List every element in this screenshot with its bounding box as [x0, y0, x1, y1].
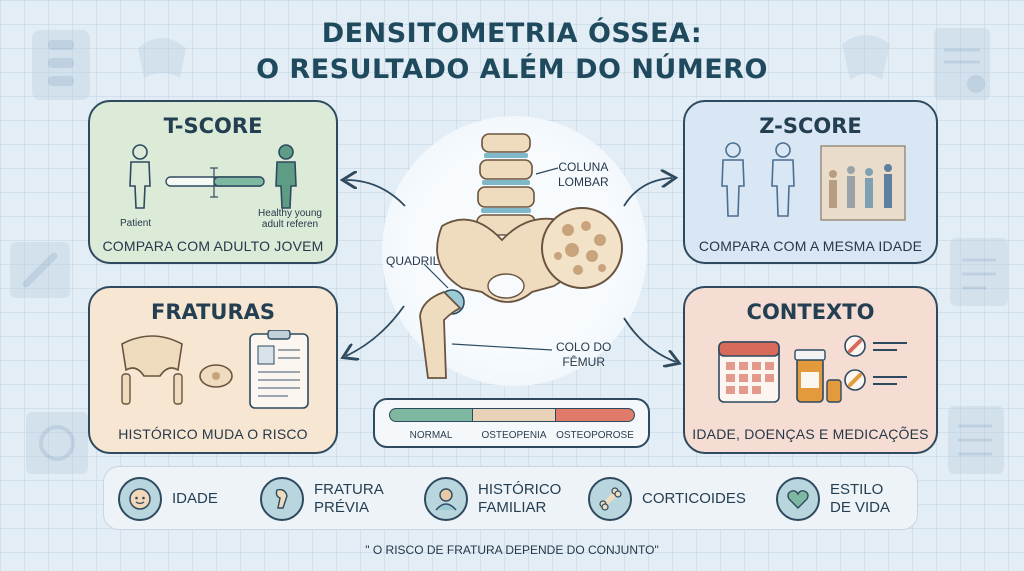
coluna-label: COLUNA LOMBAR	[558, 160, 609, 190]
young-adult-label-line-1: Healthy young	[258, 208, 322, 219]
pelvis-bg-icon	[842, 35, 890, 80]
zscore-heading: Z-SCORE	[759, 114, 862, 138]
spine-bg-icon	[32, 30, 90, 100]
scale-osteopenia-label: OSTEOPENIA	[481, 430, 547, 441]
page-title-line-2: O RESULTADO ALÉM DO NÚMERO	[256, 54, 768, 85]
footer-quote: " O RISCO DE FRATURA DEPENDE DO CONJUNTO…	[365, 543, 659, 557]
scale-osteoporose-segment	[555, 408, 635, 422]
colo-label-line-1: COLO DO	[556, 340, 612, 354]
young-adult-label: Healthy young adult referen	[250, 208, 330, 230]
arrow-to-zscore	[623, 178, 672, 207]
bone-joint-icon	[260, 477, 304, 521]
colo-femur-label: COLO DO FÊMUR	[556, 340, 611, 370]
factor-idade: IDADE	[118, 467, 218, 531]
colo-label-line-2: FÊMUR	[562, 355, 605, 369]
scale-normal-label: NORMAL	[409, 430, 453, 441]
coluna-label-line-2: LOMBAR	[558, 175, 609, 189]
hip-bg-icon	[138, 38, 186, 78]
factor-corticoides-label: CORTICOIDES	[642, 490, 746, 508]
xray-bg-icon	[26, 412, 88, 474]
fracture-history-icon	[121, 330, 309, 409]
report-bg-icon	[950, 238, 1008, 306]
tscore-heading: T-SCORE	[163, 114, 263, 138]
factor-idade-label: IDADE	[172, 490, 218, 508]
factor-fratura-line-2: PRÉVIA	[314, 499, 370, 516]
arrow-to-contexto	[623, 317, 676, 362]
scale-osteoporose-label: OSTEOPOROSE	[556, 430, 634, 441]
contexto-caption: IDADE, DOENÇAS E MEDICAÇÕES	[692, 426, 929, 442]
document-bg-icon	[934, 28, 990, 100]
factor-historico-line-1: HISTÓRICO	[478, 481, 562, 498]
zscore-card: Z-SCORE COMPARA COM A MESMA IDADE	[683, 100, 938, 264]
scale-normal-segment	[389, 408, 473, 422]
heart-icon	[776, 477, 820, 521]
factor-historico-line-2: FAMILIAR	[478, 499, 547, 516]
fraturas-caption: HISTÓRICO MUDA O RISCO	[118, 426, 308, 442]
fraturas-heading: FRATURAS	[150, 300, 276, 324]
checklist-bg-icon	[948, 406, 1004, 474]
scale-osteopenia-segment	[473, 408, 555, 422]
page-title-line-1: DENSITOMETRIA ÓSSEA:	[321, 18, 703, 49]
young-adult-label-line-2: adult referen	[261, 219, 319, 230]
coluna-label-line-1: COLUNA	[558, 160, 609, 174]
fraturas-card: FRATURAS HISTÓRICO MUDA O RISCO	[88, 286, 338, 454]
factor-estilo-line-2: DE VIDA	[830, 499, 891, 516]
patient-label: Patient	[120, 218, 152, 229]
factor-corticoides: CORTICOIDES	[588, 467, 746, 531]
arrow-to-tscore	[346, 180, 406, 207]
factor-idade-line-1: IDADE	[172, 490, 218, 507]
arrow-to-fraturas	[346, 305, 405, 356]
tscore-card: T-SCORE Patient Healthy young adult refe…	[88, 100, 338, 264]
density-scale-legend: NORMAL OSTEOPENIA OSTEOPOROSE	[373, 398, 650, 448]
tscore-caption: COMPARA COM ADULTO JOVEM	[102, 238, 324, 254]
contexto-heading: CONTEXTO	[746, 300, 875, 324]
zscore-caption: COMPARA COM A MESMA IDADE	[698, 238, 923, 254]
bone-bg-icon	[10, 242, 70, 298]
skeleton-illustration	[419, 133, 623, 379]
context-icons	[718, 335, 907, 403]
face-icon	[118, 477, 162, 521]
factor-corticoides-line-1: CORTICOIDES	[642, 490, 746, 507]
bone-icon	[588, 477, 632, 521]
factor-fratura-line-1: FRATURA	[314, 481, 384, 498]
contexto-card: CONTEXTO IDADE, DOENÇAS E MEDICAÇÕES	[683, 286, 938, 454]
factor-estilo-line-1: ESTILO	[830, 481, 884, 498]
family-icon	[424, 477, 468, 521]
zscore-comparison-icon	[721, 142, 906, 221]
tscore-comparison-icon	[129, 144, 297, 209]
quadril-label: QUADRIL	[386, 254, 440, 268]
